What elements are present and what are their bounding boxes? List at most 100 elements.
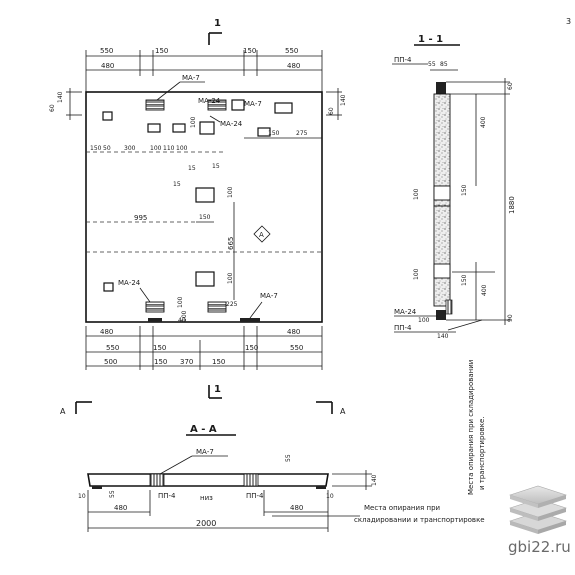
svg-text:150: 150 bbox=[461, 184, 468, 196]
svg-text:110: 110 bbox=[163, 145, 175, 152]
svg-text:15: 15 bbox=[188, 165, 196, 172]
svg-text:60: 60 bbox=[507, 82, 514, 90]
svg-text:1880: 1880 bbox=[508, 196, 516, 214]
bottom-plate bbox=[436, 310, 446, 320]
svg-text:100: 100 bbox=[190, 116, 197, 128]
svg-text:480: 480 bbox=[101, 62, 114, 70]
svg-text:150: 150 bbox=[155, 47, 168, 55]
top-dimensions: 550 150 480 150 550 480 bbox=[85, 47, 323, 92]
svg-text:480: 480 bbox=[290, 504, 303, 512]
svg-text:55: 55 bbox=[428, 61, 436, 68]
svg-text:275: 275 bbox=[296, 130, 308, 137]
embedded-plate-ma7 bbox=[145, 99, 165, 111]
slab-elevation bbox=[87, 473, 329, 487]
support-note: и транспортировке. bbox=[478, 416, 486, 490]
svg-text:МА-24: МА-24 bbox=[198, 97, 221, 105]
svg-text:150: 150 bbox=[199, 214, 211, 221]
section-mark-top: 1 bbox=[208, 18, 222, 45]
svg-text:60: 60 bbox=[49, 104, 56, 112]
svg-text:550: 550 bbox=[290, 344, 303, 352]
svg-text:МА-24: МА-24 bbox=[220, 120, 243, 128]
svg-text:995: 995 bbox=[134, 214, 147, 222]
svg-text:100: 100 bbox=[227, 272, 234, 284]
svg-text:140: 140 bbox=[340, 94, 347, 106]
svg-text:225: 225 bbox=[226, 301, 238, 308]
svg-text:100: 100 bbox=[413, 268, 420, 280]
svg-text:550: 550 bbox=[106, 344, 119, 352]
support-note: Места опирания при bbox=[364, 504, 440, 512]
slab-section-lower bbox=[433, 205, 451, 307]
svg-text:МА-7: МА-7 bbox=[182, 74, 200, 82]
svg-text:МА-24: МА-24 bbox=[118, 279, 141, 287]
svg-text:100: 100 bbox=[176, 145, 188, 152]
site-name: gbi22.ru bbox=[508, 538, 571, 556]
svg-text:400: 400 bbox=[480, 116, 487, 128]
svg-text:300: 300 bbox=[124, 145, 136, 152]
section-title: А - А bbox=[190, 424, 217, 435]
plan-view: 1 1 550 150 480 150 550 480 bbox=[49, 18, 347, 416]
svg-text:150: 150 bbox=[243, 47, 256, 55]
bottom-plate bbox=[240, 318, 260, 322]
svg-text:550: 550 bbox=[100, 47, 113, 55]
svg-text:50: 50 bbox=[103, 145, 111, 152]
svg-text:150: 150 bbox=[90, 145, 102, 152]
stacked-slabs-logo bbox=[509, 485, 567, 534]
svg-text:140: 140 bbox=[437, 333, 449, 340]
svg-text:100: 100 bbox=[413, 188, 420, 200]
svg-text:ПП-4: ПП-4 bbox=[158, 492, 176, 500]
svg-text:500: 500 bbox=[104, 358, 117, 366]
svg-text:85: 85 bbox=[440, 61, 448, 68]
support-note: Места опирания при складировании bbox=[467, 360, 475, 495]
svg-text:150: 150 bbox=[154, 358, 167, 366]
svg-text:100: 100 bbox=[418, 317, 430, 324]
svg-text:10: 10 bbox=[78, 493, 86, 500]
svg-text:10: 10 bbox=[326, 493, 334, 500]
svg-text:480: 480 bbox=[287, 62, 300, 70]
svg-text:2000: 2000 bbox=[196, 519, 216, 528]
svg-text:480: 480 bbox=[287, 328, 300, 336]
embedded-plate-ma24 bbox=[145, 301, 165, 313]
panel-outline bbox=[85, 91, 323, 323]
svg-text:100: 100 bbox=[177, 296, 184, 308]
section-mark-label: 1 bbox=[214, 384, 221, 395]
embedded-plate-ma7 bbox=[207, 99, 227, 111]
section-mark-label: 1 bbox=[214, 18, 221, 29]
svg-text:100: 100 bbox=[150, 145, 162, 152]
svg-text:150: 150 bbox=[268, 130, 280, 137]
svg-text:МА-7: МА-7 bbox=[196, 448, 214, 456]
svg-text:15: 15 bbox=[212, 163, 220, 170]
svg-text:А: А bbox=[340, 407, 346, 416]
svg-text:A: A bbox=[259, 231, 264, 239]
svg-text:60: 60 bbox=[328, 107, 335, 115]
svg-text:370: 370 bbox=[180, 358, 193, 366]
svg-text:40: 40 bbox=[178, 317, 186, 324]
svg-text:ПП-4: ПП-4 bbox=[394, 56, 412, 64]
corner-mark: 3 bbox=[566, 17, 571, 26]
svg-text:А: А bbox=[60, 407, 66, 416]
bottom-dimensions: 480 480 550 150 150 550 500 150 370 150 bbox=[85, 326, 323, 370]
bottom-plate bbox=[148, 318, 162, 322]
svg-text:90: 90 bbox=[507, 314, 514, 322]
section-title: 1 - 1 bbox=[418, 34, 443, 45]
site-watermark: gbi22.ru bbox=[508, 485, 571, 556]
svg-text:480: 480 bbox=[100, 328, 113, 336]
svg-text:140: 140 bbox=[371, 474, 378, 486]
svg-text:15: 15 bbox=[173, 181, 181, 188]
section-1-1: 1 - 1 ПП-4 55 85 60 400 100 150 1880 100… bbox=[392, 34, 516, 495]
internal-dims: 150 50 300 100 110 100 150 275 100 15 15… bbox=[86, 116, 322, 324]
section-a-a: А - А МА-7 ПП-4 ПП-4 низ 55 140 10 55 10 bbox=[78, 424, 485, 532]
section-mark-bottom: 1 bbox=[208, 384, 222, 399]
svg-text:МА-7: МА-7 bbox=[260, 292, 278, 300]
marker-a: A bbox=[253, 225, 271, 243]
svg-text:150: 150 bbox=[153, 344, 166, 352]
openings-top bbox=[102, 99, 293, 292]
svg-text:МА-7: МА-7 bbox=[244, 100, 262, 108]
slab-section-upper bbox=[433, 93, 451, 187]
cut-arrows-aa: А А bbox=[60, 401, 346, 416]
side-dimensions: 60 140 60 140 bbox=[49, 88, 347, 120]
svg-text:100: 100 bbox=[227, 186, 234, 198]
svg-text:150: 150 bbox=[245, 344, 258, 352]
svg-text:150: 150 bbox=[461, 274, 468, 286]
svg-text:400: 400 bbox=[481, 284, 488, 296]
